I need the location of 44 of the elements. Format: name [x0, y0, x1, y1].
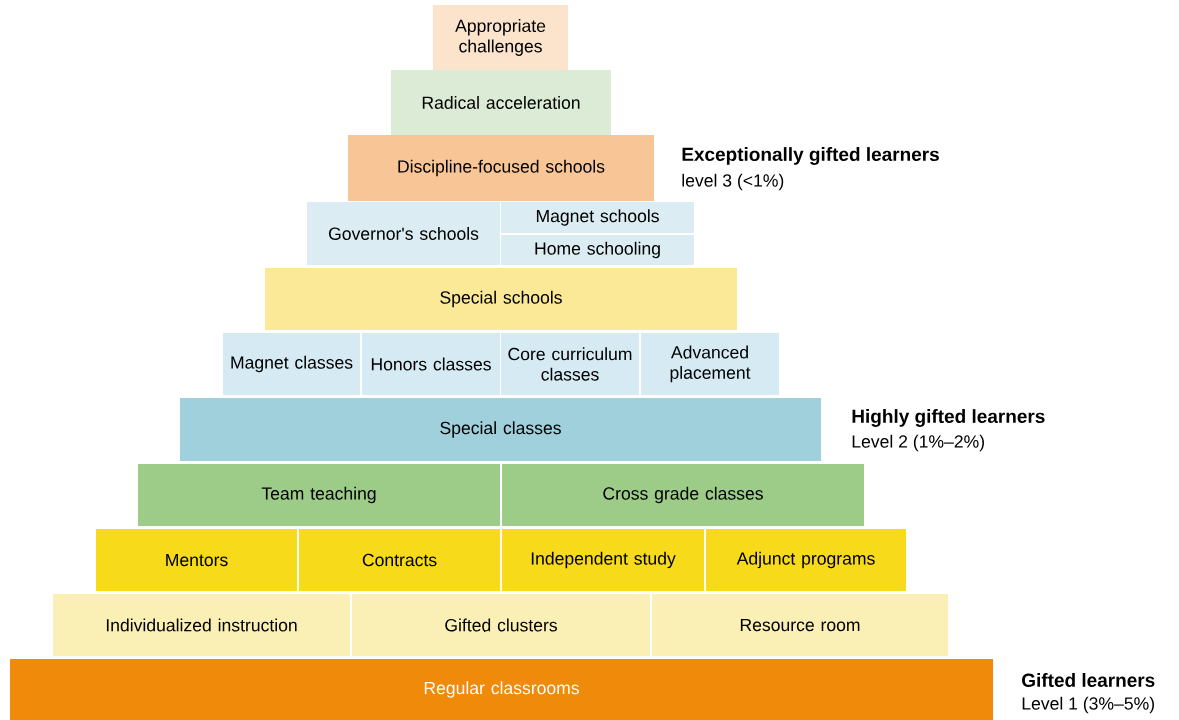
- node-label: Adjunct programs: [736, 551, 875, 569]
- tier-box: Discipline-focused schools: [348, 135, 654, 201]
- node-label: Independent study: [531, 551, 676, 569]
- tier-box: Honors classes: [362, 333, 500, 395]
- node-label: Team teaching: [261, 486, 376, 504]
- tier-box: Core curriculum classes: [501, 333, 639, 395]
- tier-box: Special classes: [180, 398, 822, 461]
- node-label: Advanced placement: [670, 345, 751, 383]
- node-label: Magnet schools: [536, 209, 659, 226]
- level-note: Level 2 (1%–2%): [852, 434, 984, 452]
- tier-box: Team teaching: [138, 464, 500, 526]
- level-heading: Gifted learners: [1022, 673, 1155, 687]
- tier-box: Contracts: [299, 529, 501, 591]
- node-label: Gifted clusters: [445, 618, 558, 632]
- node-label: Mentors: [166, 553, 228, 567]
- tier-box: Independent study: [502, 529, 704, 591]
- node-label: Cross grade classes: [603, 486, 763, 504]
- tier-box: Magnet schools: [501, 202, 695, 233]
- node-label: Magnet classes: [231, 355, 353, 373]
- tier-box: Advanced placement: [641, 333, 779, 395]
- tier-box: Mentors: [96, 529, 298, 591]
- node-label: Honors classes: [371, 357, 491, 371]
- level-note: Level 1 (3%–5%): [1022, 696, 1154, 714]
- node-label: Resource room: [740, 618, 860, 632]
- level-note: level 3 (<1%): [682, 173, 784, 191]
- tier-box: Adjunct programs: [706, 529, 906, 591]
- level-heading: Exceptionally gifted learners: [682, 147, 939, 165]
- tier-box: Resource room: [652, 594, 948, 656]
- node-label: Contracts: [362, 553, 437, 567]
- tier-box: Cross grade classes: [502, 464, 864, 526]
- node-label: Governor's schools: [328, 227, 479, 240]
- level-heading: Highly gifted learners: [852, 409, 1045, 427]
- tier-box: Regular classrooms: [10, 659, 994, 720]
- tier-box: Governor's schools: [307, 202, 501, 265]
- node-label: Home schooling: [535, 241, 660, 259]
- node-label: Individualized instruction: [106, 618, 297, 632]
- node-label: Core curriculum classes: [508, 347, 632, 381]
- tier-box: Magnet classes: [223, 333, 361, 395]
- tier-box: Gifted clusters: [352, 594, 650, 656]
- tier-box: Special schools: [265, 268, 737, 330]
- tier-box: Radical acceleration: [391, 70, 611, 135]
- tier-box: Individualized instruction: [53, 594, 350, 656]
- tier-box: Home schooling: [501, 235, 695, 265]
- tier-box: Appropriate challenges: [433, 5, 569, 70]
